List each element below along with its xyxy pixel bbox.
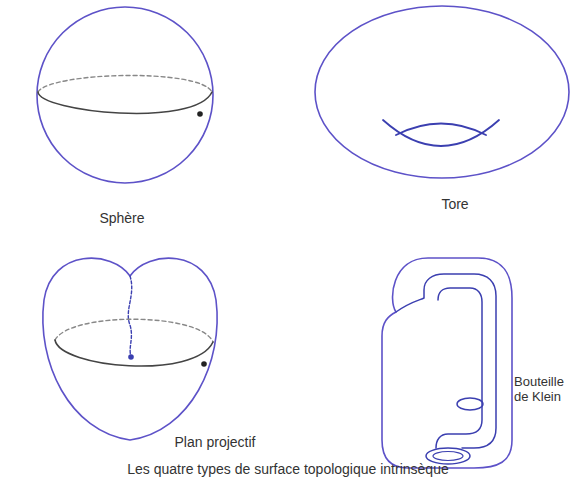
sphere-outline [37,7,213,183]
projective-plane-crosscap [128,276,131,356]
klein-bottle-bottom-inner [433,452,463,461]
figure-caption: Les quatre types de surface topologique … [127,461,448,477]
torus-outline [315,6,569,178]
projective-plane-label: Plan projectif [175,434,256,450]
torus-hole-lower [383,120,499,146]
klein-bottle-tube-inner [436,288,482,448]
klein-bottle-tube-outer [396,274,496,448]
sphere-label: Sphère [99,210,144,226]
crosscap-point [128,354,134,360]
projective-equator-back [55,319,213,342]
projective-equator-front [55,340,213,366]
projective-point [201,361,207,367]
torus-hole-upper [396,124,486,136]
sphere-equator-back [38,75,212,92]
torus-label: Tore [441,196,468,212]
projective-plane-outline [43,258,217,440]
sphere-point [197,111,203,117]
klein-bottle-label: Bouteille de Klein [514,374,574,404]
klein-bottle-outline [382,258,512,468]
klein-bottle-wall-crossing [457,398,483,410]
sphere-equator-front [38,92,212,113]
